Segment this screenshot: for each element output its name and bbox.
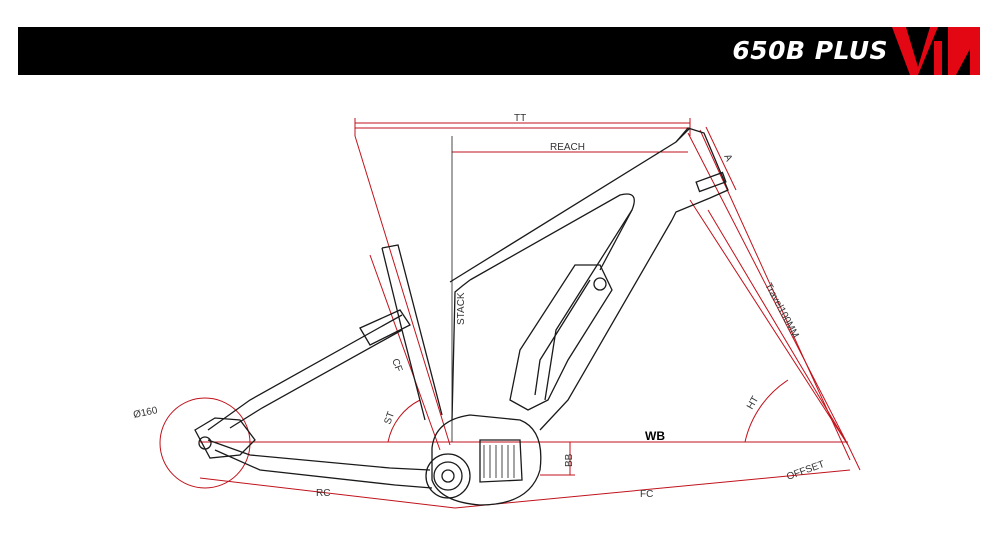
label-offset: OFFSET	[785, 459, 826, 483]
motor-fins-icon	[483, 445, 515, 478]
model-title: 650B PLUS	[732, 36, 888, 65]
label-stack: STACK	[456, 292, 467, 325]
label-fc: FC	[640, 489, 653, 500]
brand-logo-icon	[892, 27, 980, 75]
label-st: ST	[382, 410, 397, 426]
label-bb: BB	[564, 453, 575, 467]
label-cf: CF	[389, 357, 404, 373]
label-wb: WB	[645, 429, 665, 443]
label-a: A	[721, 153, 734, 164]
label-rc: RC	[316, 488, 330, 499]
label-tt: TT	[514, 113, 526, 124]
dimension-lines	[159, 118, 861, 509]
header-banner: 650B PLUS	[18, 27, 980, 75]
frame-outline	[194, 127, 729, 506]
label-rotor: Ø160	[132, 405, 159, 421]
label-reach: REACH	[550, 142, 585, 153]
